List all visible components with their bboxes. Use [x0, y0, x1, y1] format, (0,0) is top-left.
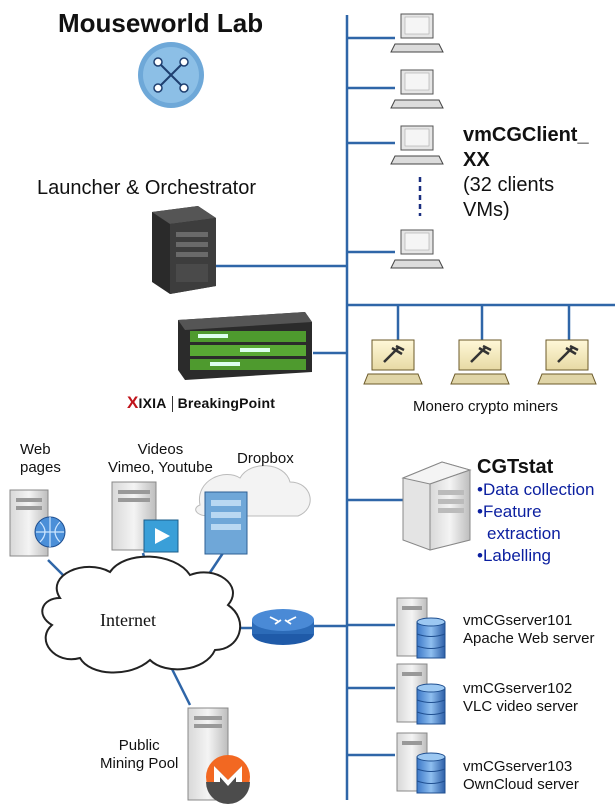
client-pc-icon	[390, 125, 444, 165]
ixia-x-mark: X	[127, 393, 139, 412]
db-server-icon	[396, 663, 446, 725]
client-pc-icon	[390, 69, 444, 109]
internet-label: Internet	[100, 610, 156, 630]
cgtstat-pc-icon	[401, 461, 472, 551]
web-pages-line2: pages	[20, 459, 61, 476]
server-103-label: vmCGserver103 OwnCloud server	[463, 758, 579, 794]
web-server-icon	[9, 489, 66, 557]
ixia-brand: IXIA	[138, 395, 167, 411]
launcher-server-icon	[152, 206, 216, 294]
mining-pool-line2: Mining Pool	[100, 755, 179, 772]
client-pc-icon	[390, 13, 444, 53]
page-title: Mouseworld Lab	[58, 8, 264, 38]
mouseworld-logo-icon	[138, 42, 204, 108]
ixia-separator	[171, 396, 173, 413]
cgtstat-item: Labelling	[477, 545, 594, 567]
ixia-product: BreakingPoint	[177, 395, 276, 411]
dropbox-cloud-icon	[195, 465, 311, 555]
monero-logo-icon	[206, 755, 250, 804]
videos-line2: Vimeo, Youtube	[108, 459, 213, 476]
server-101-name: vmCGserver101	[463, 612, 573, 629]
videos-label: Videos Vimeo, Youtube	[108, 441, 213, 477]
cgtstat-title: CGTstat	[477, 456, 554, 478]
server-102-name: vmCGserver102	[463, 680, 573, 697]
clients-name-line2: XX	[463, 149, 490, 171]
ixia-breakingpoint-logo: XIXIA BreakingPoint	[127, 393, 275, 413]
video-server-icon	[111, 481, 179, 553]
clients-desc-line1: (32 clients	[463, 174, 555, 196]
cgtstat-block: CGTstat Data collection Feature extracti…	[477, 455, 594, 567]
miners-label: Monero crypto miners	[413, 398, 559, 415]
server-102-label: vmCGserver102 VLC video server	[463, 680, 578, 716]
miner-pc-icon	[537, 339, 597, 385]
cgtstat-item: Data collection	[477, 479, 595, 501]
clients-desc-line2: VMs)	[463, 199, 510, 221]
launcher-label: Launcher & Orchestrator	[37, 177, 256, 199]
miner-pc-icon	[363, 339, 423, 385]
db-server-icon	[396, 597, 446, 659]
db-server-icon	[396, 732, 446, 794]
mining-pool-line1: Public	[118, 737, 160, 754]
dropbox-label: Dropbox	[237, 450, 294, 467]
mining-pool-label: Public Mining Pool	[100, 737, 178, 773]
server-101-desc: Apache Web server	[463, 630, 595, 647]
web-pages-line1: Web	[20, 441, 51, 458]
server-103-name: vmCGserver103	[463, 758, 573, 775]
cgtstat-item: Feature	[477, 501, 594, 523]
client-pc-icon	[390, 229, 444, 269]
clients-name-line1: vmCGClient_	[463, 124, 589, 146]
server-103-desc: OwnCloud server	[463, 776, 579, 793]
miner-pc-icon	[450, 339, 510, 385]
cgtstat-item-continuation: extraction	[487, 524, 561, 543]
server-102-desc: VLC video server	[463, 698, 579, 715]
router-icon	[252, 609, 314, 645]
clients-label: vmCGClient_ XX (32 clients VMs)	[463, 123, 589, 223]
internet-cloud-icon	[41, 555, 242, 674]
server-101-label: vmCGserver101 Apache Web server	[463, 612, 594, 648]
videos-line1: Videos	[137, 441, 184, 458]
web-pages-label: Web pages	[20, 441, 61, 477]
cgtstat-list: Data collection Feature extraction Label…	[477, 479, 595, 567]
ixia-chassis-icon	[178, 312, 312, 380]
